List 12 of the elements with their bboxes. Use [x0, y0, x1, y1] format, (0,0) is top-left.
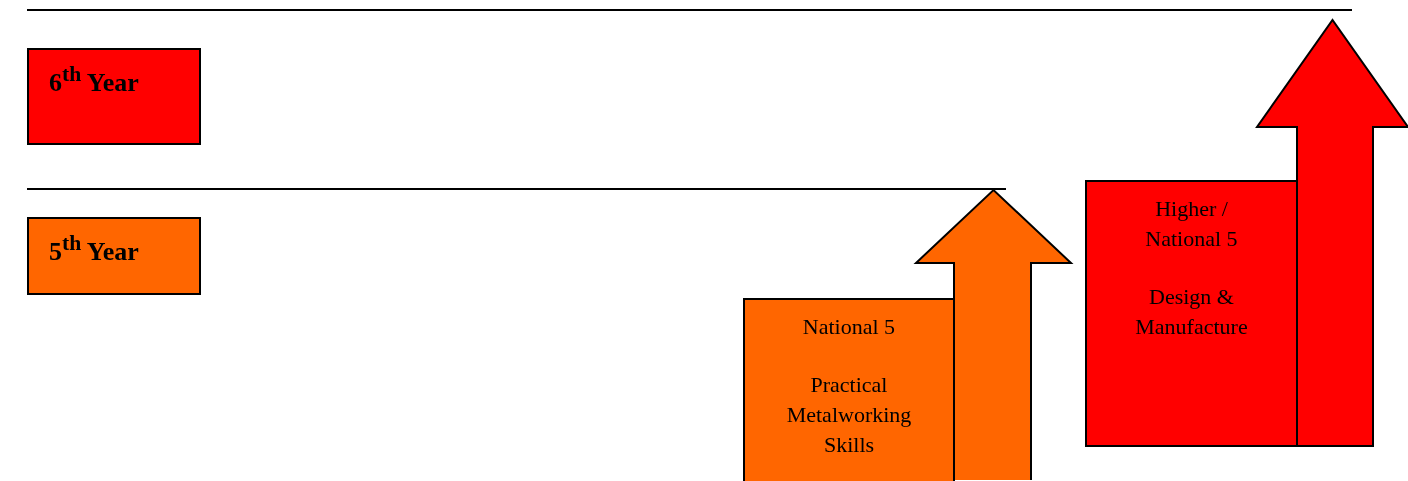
- block-arrow: [913, 188, 1074, 481]
- year-label: 5$^{th}$ Year: [49, 231, 139, 267]
- course-box: [743, 298, 955, 481]
- course-name: Design & Manufacture: [1134, 283, 1249, 341]
- year-box: [27, 48, 201, 145]
- course-level: Higher / National 5: [1144, 195, 1239, 253]
- year-box: [27, 217, 201, 295]
- year-label: 6$^{th}$ Year: [49, 62, 139, 98]
- block-arrow: [1255, 18, 1408, 447]
- course-level: National 5: [801, 313, 897, 341]
- course-name: Practical Metalworking Skills: [785, 371, 913, 459]
- course-box: [1085, 180, 1298, 447]
